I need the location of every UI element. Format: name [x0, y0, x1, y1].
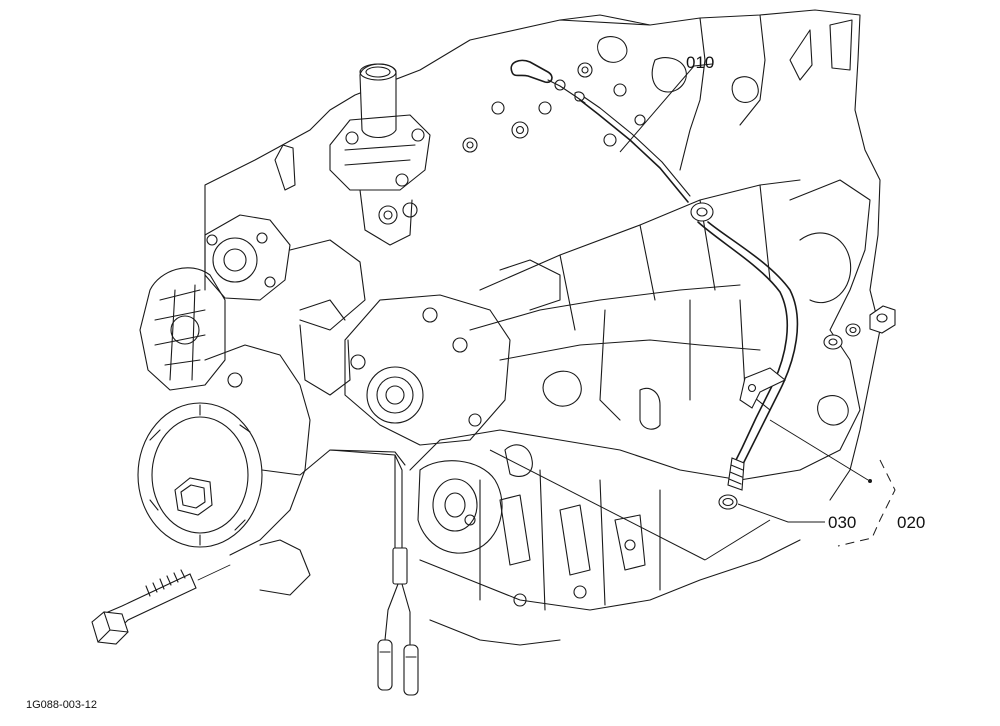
- engine-block: [204, 9, 881, 646]
- crank-pulley: [417, 444, 533, 554]
- leader-010: [619, 63, 713, 153]
- leader-dot-020: [868, 479, 872, 483]
- thermostat-housing: [329, 63, 431, 246]
- leader-assembly: [489, 449, 706, 561]
- callout-030: 030: [828, 513, 856, 532]
- part-020-guide-pipe: [690, 202, 896, 491]
- leader-020: [769, 419, 869, 481]
- leader-030: [737, 503, 825, 523]
- leader-lines: [489, 63, 896, 561]
- callout-010: 010: [686, 53, 714, 72]
- part-030-o-ring: [718, 494, 738, 510]
- mounting-bolt: [91, 564, 231, 645]
- head-bolts: [462, 62, 646, 153]
- fan-pulley: [139, 267, 226, 391]
- leader-assembly-end: [704, 519, 771, 561]
- callout-020: 020: [897, 513, 925, 532]
- front-cover: [299, 259, 561, 446]
- bracket-020: [837, 459, 896, 547]
- alternator: [137, 344, 406, 596]
- part-010-dipstick: [510, 59, 691, 203]
- sensor-wiring: [329, 449, 419, 696]
- water-pump: [204, 144, 366, 396]
- drawing-id: 1G088-003-12: [26, 699, 97, 711]
